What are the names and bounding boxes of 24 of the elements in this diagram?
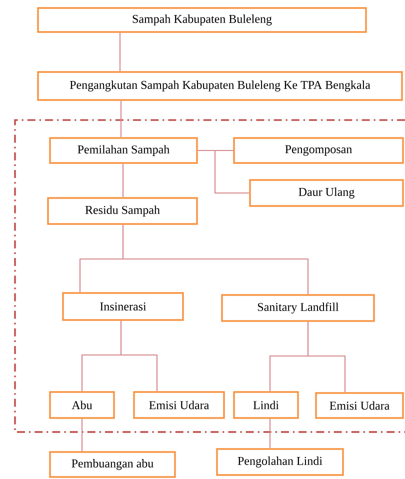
connector-line [120, 100, 122, 138]
process-box: Abu [49, 391, 115, 419]
connector-line [119, 32, 121, 72]
process-box: Pengangkutan Sampah Kabupaten Buleleng Ke TPA Bengkala [37, 71, 403, 101]
connector-line [269, 418, 271, 448]
process-box: Residu Sampah [47, 197, 198, 225]
process-box: Pengolahan Lindi [216, 448, 344, 476]
connector-line [81, 418, 83, 452]
connector-line [307, 322, 346, 392]
process-box: Insinerasi [62, 292, 184, 321]
process-box: Pemilahan Sampah [49, 137, 198, 164]
connector-line [122, 224, 309, 294]
process-box: Emisi Udara [133, 391, 225, 419]
process-box: Sampah Kabupaten Buleleng [37, 7, 367, 33]
process-box: Sanitary Landfill [221, 294, 375, 322]
connector-line [198, 150, 234, 152]
process-box: Emisi Udara [315, 392, 404, 419]
process-box: Pembuangan abu [49, 451, 176, 478]
connector-line [122, 164, 124, 198]
process-box: Pengomposan [233, 137, 404, 164]
process-box: Daur Ulang [249, 179, 404, 207]
connector-line [120, 320, 158, 392]
connector-line [214, 150, 250, 194]
process-box: Lindi [233, 391, 299, 419]
